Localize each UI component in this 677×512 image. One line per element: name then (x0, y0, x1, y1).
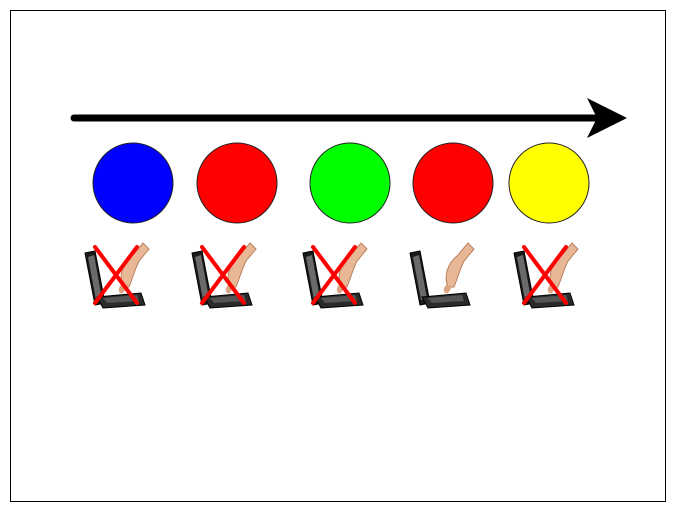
step-1-circle (93, 143, 173, 223)
step-5-circle (509, 143, 589, 223)
step-4-circle (413, 143, 493, 223)
step-3-circle (310, 143, 390, 223)
step-2-circle (197, 143, 277, 223)
